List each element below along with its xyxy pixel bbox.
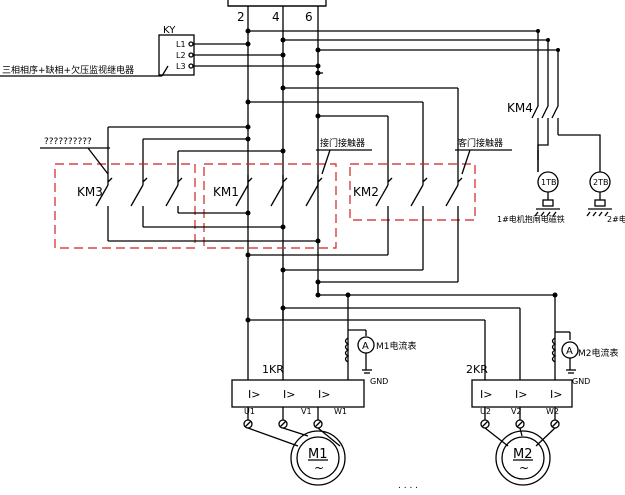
m1-ammeter-symbol: A: [362, 341, 369, 352]
m2-meter-label: M2电流表: [578, 347, 619, 359]
km1-frame: [203, 163, 337, 249]
1kr-label: 1KR: [262, 363, 284, 376]
m1-terminal-u: U1: [244, 407, 255, 416]
overload-2kr: 2KR I> I> I>: [466, 363, 573, 420]
2kr-element-v: I>: [515, 388, 527, 401]
bottom-marks: . . . .: [398, 481, 418, 491]
km1-label: KM1: [213, 185, 239, 199]
km4-feed: [248, 30, 559, 100]
2kr-label: 2KR: [466, 363, 488, 376]
terminal-strip: 2 4 6: [227, 0, 327, 24]
1kr-element-w: I>: [318, 388, 330, 401]
terminal-6-label: 6: [305, 10, 313, 24]
km4-label: KM4: [507, 101, 533, 115]
km3-frame: [54, 163, 196, 249]
1kr-element-v: I>: [283, 388, 295, 401]
m2-ground-label: GND: [572, 377, 590, 386]
motor-m1-inner: [296, 436, 340, 480]
km4-contactor: KM4: [507, 100, 601, 172]
brake-2-label: 2#电: [607, 214, 625, 224]
relay-description: 三相相序+缺相+欠压监视继电器: [2, 64, 134, 76]
km2-frame: [349, 163, 476, 221]
motor-m1-label: M1: [308, 447, 328, 462]
motor-m1: U1 V1 W1 M1 ~: [243, 407, 347, 486]
motor-m1-outer: [290, 430, 346, 486]
m2-ct-coil: [551, 337, 557, 363]
m2-ammeter-symbol: A: [566, 346, 573, 357]
junction-dots: [245, 28, 560, 323]
brake-2-ref: 2TB: [593, 178, 608, 187]
terminal-4-label: 4: [272, 10, 280, 24]
m1-ground-label: GND: [370, 377, 388, 386]
motor-m2-label: M2: [513, 447, 533, 462]
km3-label: KM3: [77, 185, 103, 199]
motor-m2-inner: [501, 436, 545, 480]
1kr-box: [231, 379, 365, 408]
m1-terminal-w: W1: [334, 407, 347, 416]
overload-1kr: 1KR I> I> I>: [231, 363, 365, 420]
2kr-box: [471, 379, 573, 408]
motor-m2-symbol: ~: [519, 461, 529, 475]
brake-1-ref: 1TB: [541, 178, 556, 187]
km3-poles: [95, 175, 183, 241]
m1-current-meter: A GND M1电流表: [344, 329, 417, 386]
brake-coils: 1TB 2TB 1#电机抱闸电磁铁 2#电: [497, 171, 625, 224]
contactor-feeds: [107, 87, 459, 175]
m2-current-meter: A GND M2电流表: [551, 331, 619, 386]
relay-pin-l3: L3: [176, 62, 186, 71]
brake-1-label: 1#电机抱闸电磁铁: [497, 214, 565, 224]
2kr-element-w: I>: [550, 388, 562, 401]
km2-poles: [375, 175, 463, 282]
output-buses: [247, 254, 556, 380]
motor-m2-outer: [495, 430, 551, 486]
km3-cross-links: [108, 212, 318, 242]
motor-m2: U2 V2 W2 M2 ~: [480, 407, 560, 486]
relay-pin-l1: L1: [176, 40, 186, 49]
motor-m1-symbol: ~: [314, 461, 324, 475]
2kr-element-u: I>: [480, 388, 492, 401]
m1-ct-coil: [344, 337, 350, 363]
m1-terminal-v: V1: [301, 407, 312, 416]
1kr-element-u: I>: [248, 388, 260, 401]
m2-terminal-w: W2: [546, 407, 559, 416]
relay-ref: KY: [163, 25, 176, 36]
m2-terminal-v: V2: [511, 407, 522, 416]
m2-terminal-u: U2: [480, 407, 491, 416]
relay-pin-l2: L2: [176, 51, 186, 60]
km1-poles: [235, 175, 323, 207]
km2-note: 客门接触器: [458, 137, 503, 149]
km1-note: 接门接触器: [320, 137, 365, 149]
km2-label: KM2: [353, 185, 379, 199]
m1-meter-label: M1电流表: [376, 340, 417, 352]
km3-note: ??????????: [44, 137, 92, 147]
contactor-frames: [54, 163, 476, 249]
phase-monitor-relay: KY L1 L2 L3 三相相序+缺相+欠压监视继电器: [0, 25, 318, 77]
terminal-2-label: 2: [237, 10, 245, 24]
contactor-labels: KM3 KM1 KM2 ?????????? 接门接触器 客门接触器: [40, 137, 512, 199]
